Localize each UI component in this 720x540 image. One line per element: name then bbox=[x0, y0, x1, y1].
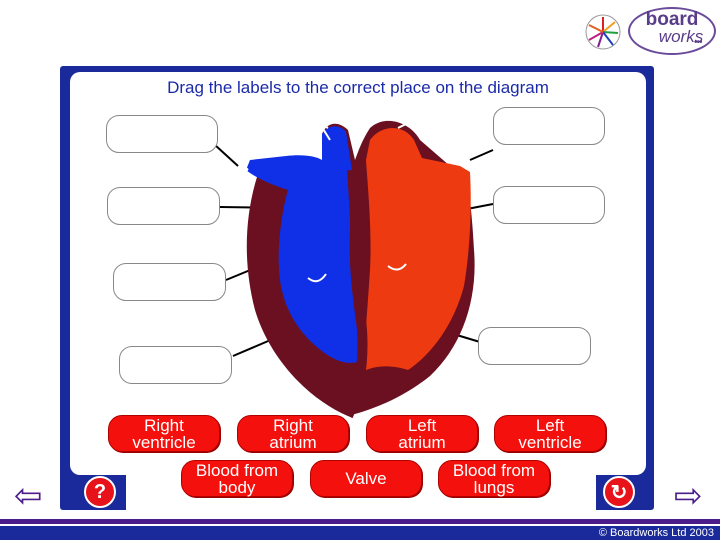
footer-band-bottom bbox=[0, 526, 720, 540]
logo-dots: ••• bbox=[694, 37, 702, 48]
drop-target-4[interactable] bbox=[119, 346, 232, 384]
drop-target-7[interactable] bbox=[478, 327, 591, 365]
drop-target-3[interactable] bbox=[113, 263, 226, 301]
forward-arrow-icon[interactable]: ⇨ bbox=[674, 477, 703, 515]
logo-oval bbox=[628, 7, 716, 55]
label-blood-from-body[interactable]: Blood from body bbox=[181, 460, 293, 497]
logo-wheel-icon bbox=[584, 13, 622, 51]
footer-band-top bbox=[0, 519, 720, 524]
drop-target-5[interactable] bbox=[493, 107, 605, 145]
label-blood-from-lungs[interactable]: Blood from lungs bbox=[438, 460, 550, 497]
reset-button[interactable]: ↻ bbox=[603, 476, 635, 508]
help-button[interactable]: ? bbox=[84, 476, 116, 508]
back-arrow-icon[interactable]: ⇦ bbox=[14, 477, 43, 515]
drop-target-1[interactable] bbox=[106, 115, 218, 153]
drop-target-6[interactable] bbox=[493, 186, 605, 224]
instruction-text: Drag the labels to the correct place on … bbox=[167, 78, 549, 97]
label-right-ventricle[interactable]: Right ventricle bbox=[108, 415, 220, 452]
copyright-text: © Boardworks Ltd 2003 bbox=[598, 527, 714, 539]
left-side-chambers bbox=[362, 128, 471, 372]
drop-target-2[interactable] bbox=[107, 187, 220, 225]
label-right-atrium[interactable]: Right atrium bbox=[237, 415, 349, 452]
label-left-atrium[interactable]: Left atrium bbox=[366, 415, 478, 452]
label-left-ventricle[interactable]: Left ventricle bbox=[494, 415, 606, 452]
left-valve-icon bbox=[387, 263, 407, 271]
flow-arrows bbox=[229, 115, 471, 171]
right-valve-icon bbox=[307, 273, 327, 283]
logo-word-board: board bbox=[645, 9, 699, 30]
right-side-chambers bbox=[246, 126, 362, 363]
logo-word-works: works bbox=[658, 27, 704, 46]
heart-diagram bbox=[214, 115, 494, 419]
label-valve[interactable]: Valve bbox=[310, 460, 422, 497]
septum bbox=[343, 169, 368, 419]
